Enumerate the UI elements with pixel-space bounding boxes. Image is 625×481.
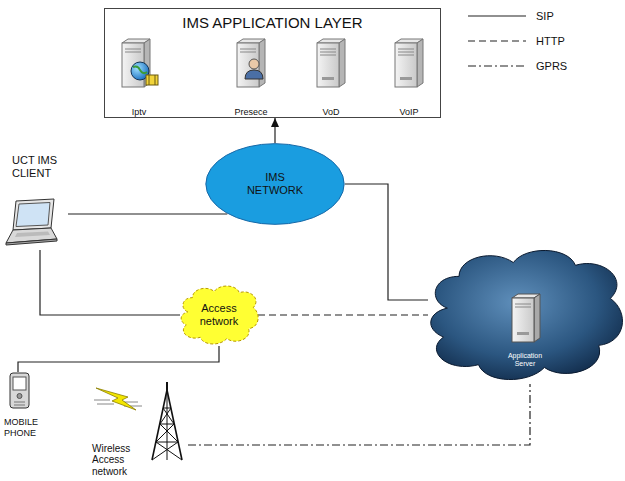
client-node: UCT IMS CLIENT (4, 154, 68, 250)
laptop-icon (4, 198, 58, 248)
server-node: VoIP (381, 37, 437, 117)
wireless-node: Wireless Access network (88, 378, 188, 477)
legend-row: SIP (468, 10, 554, 22)
server-label: VoD (322, 107, 339, 117)
phone-label: MOBILE PHONE (4, 417, 58, 438)
server-icon (508, 292, 544, 346)
server-node: Presece (223, 37, 279, 117)
layer-box: IMS APPLICATION LAYER Iptv Presece VoD V… (104, 8, 441, 118)
connector-line (274, 118, 275, 143)
server-icon (116, 37, 162, 91)
legend-line (468, 65, 526, 66)
legend-sample (468, 60, 526, 72)
server-label: Presece (234, 107, 267, 117)
connector-line (258, 314, 428, 315)
server-icon (233, 37, 269, 91)
outline-path (181, 286, 258, 344)
access-cloud: Access network (180, 284, 258, 346)
network-label: IMS NETWORK (243, 171, 307, 196)
legend-line (468, 15, 526, 16)
server-node: Iptv (109, 37, 169, 117)
legend-line (468, 40, 526, 41)
outline-path (431, 250, 623, 379)
client-label: UCT IMS CLIENT (12, 154, 68, 179)
legend-row: HTTP (468, 35, 565, 47)
legend-row: GPRS (468, 60, 567, 72)
server-node: VoD (303, 37, 359, 117)
legend-text: GPRS (536, 60, 567, 72)
network-label: Access network (191, 302, 247, 327)
legend-sample (468, 35, 526, 47)
network-ellipse: IMS NETWORK (205, 143, 345, 225)
connector-line (18, 346, 219, 372)
legend-sample (468, 10, 526, 22)
server-icon (313, 37, 349, 91)
connector-line (68, 213, 227, 214)
phone-node: MOBILE PHONE (4, 372, 66, 438)
server-icon (391, 37, 427, 91)
wireless-label: Wireless Access network (92, 443, 146, 478)
connector-line (345, 184, 428, 300)
legend-text: HTTP (536, 35, 565, 47)
layer-title: IMS APPLICATION LAYER (182, 14, 362, 31)
server-label: VoIP (399, 107, 418, 117)
server-cloud: Application Server (428, 246, 622, 384)
connector-line (188, 384, 530, 445)
legend-text: SIP (536, 10, 554, 22)
connector-line (40, 250, 180, 315)
server-label: Application Server (497, 352, 553, 368)
phone-icon (8, 372, 32, 410)
outline-path (206, 144, 344, 225)
server-label: Iptv (132, 107, 147, 117)
